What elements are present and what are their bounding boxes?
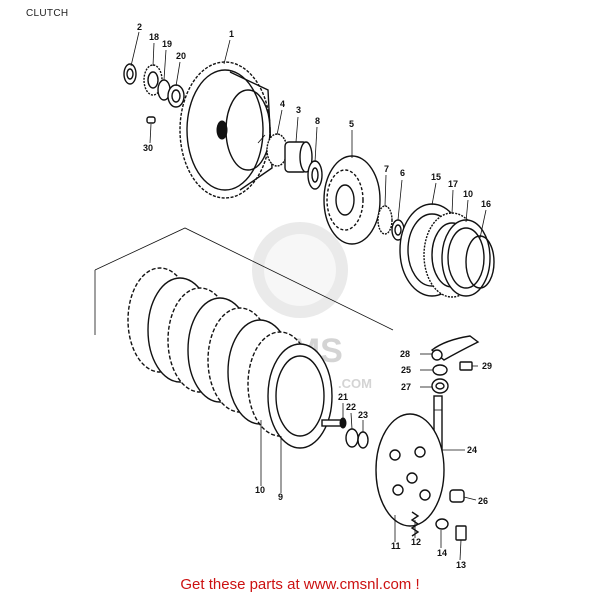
watermark-domain: .COM	[338, 376, 372, 391]
part-washer-8	[307, 160, 323, 190]
part-clutch-hub-5	[323, 155, 381, 245]
callout-13: 13	[456, 560, 466, 570]
callout-14: 14	[437, 548, 447, 558]
part-bearing-27	[431, 378, 449, 394]
part-pin-30	[146, 116, 156, 124]
callout-10-top: 10	[463, 189, 473, 199]
callout-28: 28	[400, 349, 410, 359]
callout-11: 11	[391, 541, 401, 551]
callout-27: 27	[401, 382, 411, 392]
callout-12: 12	[411, 537, 421, 547]
callout-26: 26	[478, 496, 488, 506]
footer-promo-text[interactable]: Get these parts at www.cmsnl.com !	[180, 576, 420, 593]
part-release-arm-28	[430, 335, 480, 361]
part-washer-2	[123, 63, 137, 85]
part-sleeve-3	[284, 141, 313, 173]
callout-1: 1	[229, 29, 234, 39]
callout-22: 22	[346, 402, 356, 412]
callout-7: 7	[384, 164, 389, 174]
callout-2: 2	[137, 22, 142, 32]
part-clutch-plate-stack	[127, 267, 333, 449]
callout-24: 24	[467, 445, 477, 455]
part-seal-25	[432, 364, 448, 376]
callout-17: 17	[448, 179, 458, 189]
callout-15: 15	[431, 172, 441, 182]
callout-29: 29	[482, 361, 492, 371]
part-washer-7	[377, 205, 393, 235]
callout-18: 18	[149, 32, 159, 42]
part-bolt-13	[455, 525, 467, 541]
callout-4: 4	[280, 99, 285, 109]
part-bearing-26	[449, 489, 465, 503]
page-title: CLUTCH	[26, 8, 69, 19]
part-bearing-22	[345, 428, 359, 448]
leader-lines	[130, 31, 487, 561]
callout-23: 23	[358, 410, 368, 420]
part-washer-14	[435, 518, 449, 530]
callout-21: 21	[338, 392, 348, 402]
callout-8: 8	[315, 116, 320, 126]
callout-3: 3	[296, 105, 301, 115]
part-washer-23	[357, 431, 369, 449]
callout-16: 16	[481, 199, 491, 209]
callouts: 1 2 3 4 5 6 7 8 9 10 10 11 12 13 14 15 1…	[137, 22, 492, 570]
callout-30: 30	[143, 143, 153, 153]
callout-10-bottom: 10	[255, 485, 265, 495]
callout-20: 20	[176, 51, 186, 61]
part-primary-gear-housing-1	[179, 61, 273, 199]
callout-6: 6	[400, 168, 405, 178]
part-bearing-20	[167, 84, 185, 108]
part-bolt-29	[459, 361, 473, 371]
callout-9: 9	[278, 492, 283, 502]
callout-19: 19	[162, 39, 172, 49]
part-pressure-disc-12	[375, 413, 445, 527]
plate-stack-bracket	[94, 227, 394, 335]
callout-25: 25	[401, 365, 411, 375]
callout-5: 5	[349, 119, 354, 129]
part-spring-11	[410, 511, 420, 537]
part-snap-ring-16	[465, 235, 495, 289]
part-needle-bearing-4	[266, 133, 288, 167]
part-pushrod-21	[321, 417, 347, 429]
